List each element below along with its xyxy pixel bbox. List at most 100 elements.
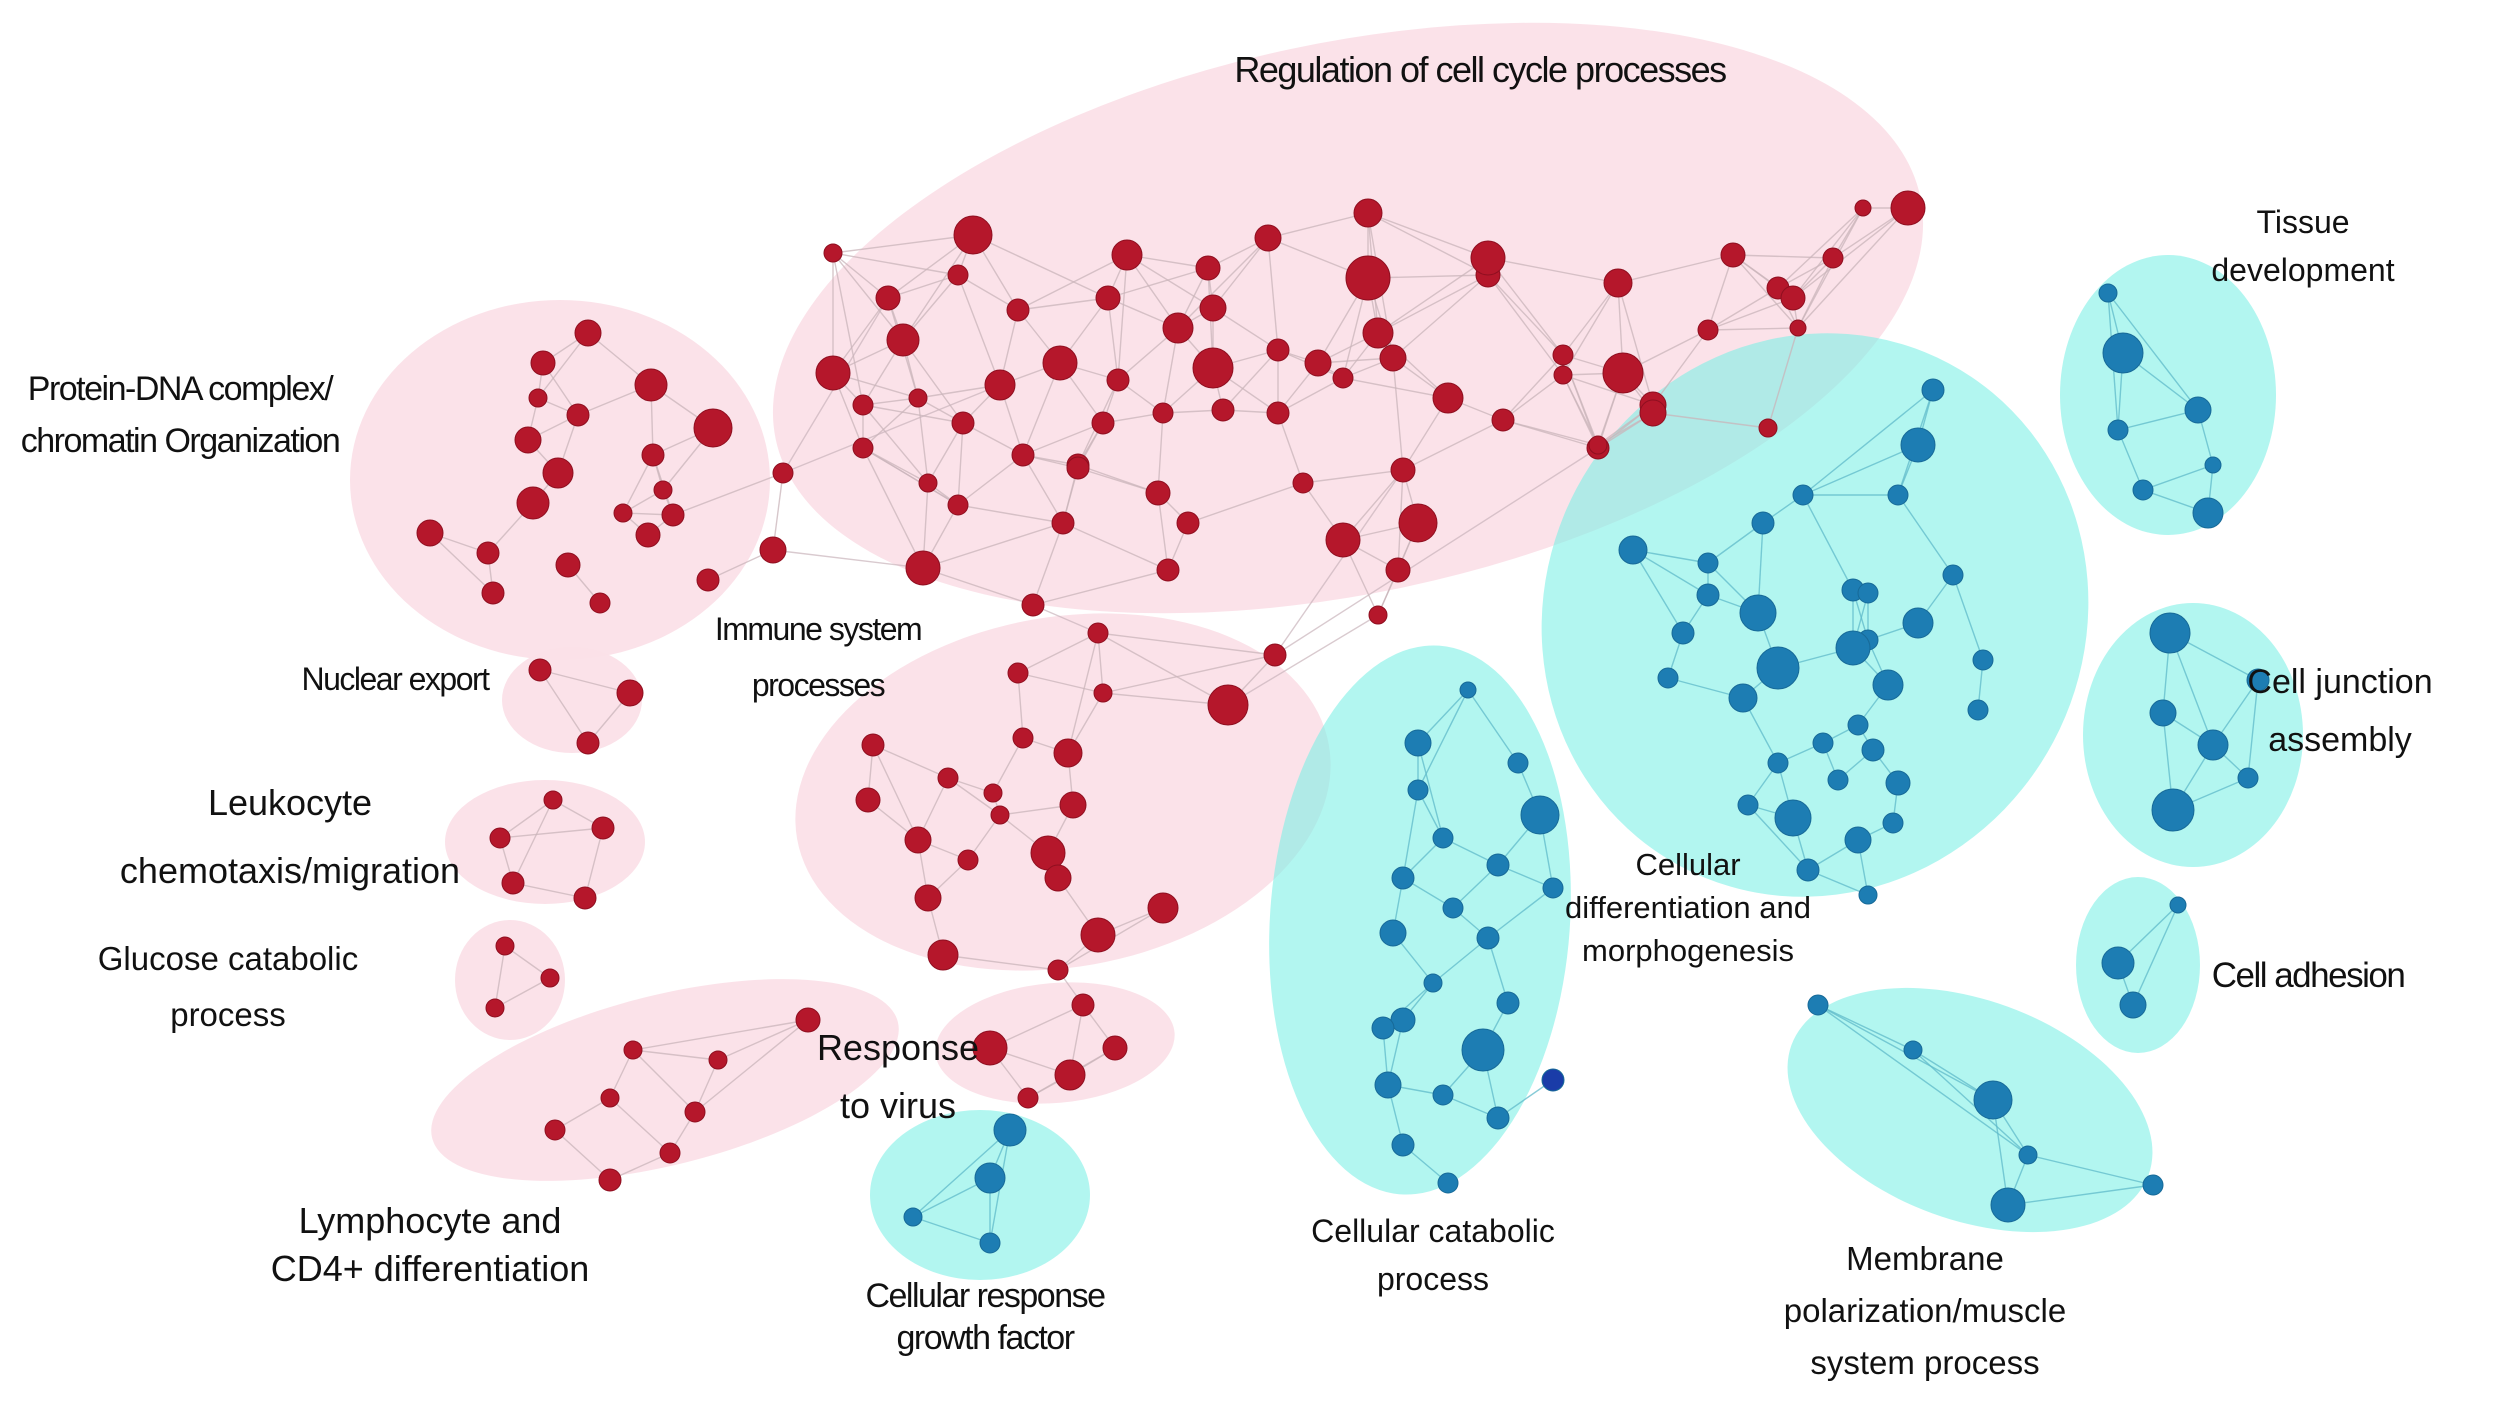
edge-cell-cycle-119 xyxy=(862,404,929,484)
edge-cell-cycle-192 xyxy=(1302,469,1404,484)
node-junction-208 xyxy=(2197,729,2229,761)
node-differentiation-179 xyxy=(1756,646,1800,690)
node-adhesion-212 xyxy=(2101,946,2135,980)
node-catabolic-220 xyxy=(1541,1068,1565,1092)
edge-tissue-411 xyxy=(2117,409,2199,431)
node-catabolic-148 xyxy=(1486,853,1510,877)
node-protein-dna-79 xyxy=(772,462,794,484)
edge-cell-cycle-16 xyxy=(1117,254,1128,381)
edge-cell-cycle-144 xyxy=(1222,349,1279,411)
edge-cell-cycle-48 xyxy=(1777,207,1864,289)
edge-differentiation-360 xyxy=(1802,494,1854,591)
node-cell-cycle-63 xyxy=(1156,558,1180,582)
edge-growth-factor-314 xyxy=(912,1129,1011,1218)
node-protein-dna-83 xyxy=(661,503,685,527)
node-protein-dna-80 xyxy=(516,486,550,520)
cluster-label-immune-line-1: processes xyxy=(752,667,885,703)
cluster-growth-factor-region xyxy=(870,1110,1090,1280)
node-catabolic-150 xyxy=(1542,877,1564,899)
cluster-label-cell-cycle-line-0: Regulation of cell cycle processes xyxy=(1234,49,1726,90)
node-differentiation-185 xyxy=(1812,732,1834,754)
node-differentiation-168 xyxy=(1751,511,1775,535)
edge-tissue-412 xyxy=(2117,429,2144,491)
node-cell-cycle-4 xyxy=(1353,198,1383,228)
cluster-label-glucose-line-1: process xyxy=(170,996,286,1033)
node-nuclear-export-114 xyxy=(528,658,552,682)
node-protein-dna-72 xyxy=(634,368,668,402)
edge-cell-cycle-10 xyxy=(972,234,1109,299)
cluster-label-virus-line-0: Response xyxy=(817,1027,979,1068)
node-cell-cycle-66 xyxy=(1758,418,1778,438)
node-differentiation-188 xyxy=(1657,667,1679,689)
node-lymphocyte-125 xyxy=(795,1007,821,1033)
node-immune-108 xyxy=(957,849,979,871)
node-membrane-219 xyxy=(2142,1174,2164,1196)
edge-lymphocyte-299 xyxy=(554,1097,611,1131)
edge-leukocyte-286 xyxy=(499,827,604,839)
node-protein-dna-81 xyxy=(653,480,673,500)
edge-cell-cycle-122 xyxy=(862,397,919,449)
edge-differentiation-364 xyxy=(1632,549,1709,596)
node-catabolic-162 xyxy=(1486,1106,1510,1130)
cluster-label-tissue-line-0: Tissue xyxy=(2256,204,2349,240)
cluster-label-protein-dna-line-0: Protein-DNA complex/ xyxy=(28,370,335,408)
edge-cell-cycle-120 xyxy=(862,404,964,424)
node-differentiation-196 xyxy=(1796,858,1820,882)
node-catabolic-153 xyxy=(1476,926,1500,950)
node-cell-cycle-53 xyxy=(1145,480,1171,506)
node-cell-cycle-49 xyxy=(951,411,975,435)
edge-glucose-291 xyxy=(494,977,551,1009)
node-differentiation-194 xyxy=(1844,826,1872,854)
node-catabolic-158 xyxy=(1461,1028,1505,1072)
edge-immune-244 xyxy=(1102,654,1276,694)
node-cell-cycle-60 xyxy=(1368,605,1388,625)
node-immune-96 xyxy=(1093,683,1113,703)
node-immune-113 xyxy=(1047,959,1069,981)
edge-cell-cycle-15 xyxy=(1017,254,1128,311)
node-protein-dna-82 xyxy=(613,503,633,523)
cluster-label-catabolic-line-0: Cellular catabolic xyxy=(1311,1213,1555,1249)
edge-immune-246 xyxy=(1102,692,1229,706)
edge-immune-258 xyxy=(872,744,949,779)
node-catabolic-144 xyxy=(1507,752,1529,774)
cluster-leukocyte-region xyxy=(445,780,645,904)
edge-cell-cycle-21 xyxy=(1267,237,1279,351)
node-leukocyte-117 xyxy=(543,790,563,810)
node-cell-cycle-43 xyxy=(1266,401,1290,425)
edge-cell-cycle-25 xyxy=(1367,212,1489,259)
edge-cell-cycle-151 xyxy=(1377,332,1449,399)
cluster-glucose-region xyxy=(455,920,565,1040)
edge-cell-cycle-183 xyxy=(957,504,1064,524)
node-virus-137 xyxy=(1017,1087,1039,1109)
edge-cell-cycle-157 xyxy=(1342,377,1449,399)
node-catabolic-155 xyxy=(1390,1007,1416,1033)
node-cell-cycle-10 xyxy=(1890,190,1926,226)
node-membrane-215 xyxy=(1903,1040,1923,1060)
node-differentiation-178 xyxy=(1671,621,1695,645)
cluster-label-leukocyte-line-0: Leukocyte xyxy=(208,782,372,823)
node-cell-cycle-68 xyxy=(1639,399,1667,427)
edge-lymphocyte-292 xyxy=(717,1019,809,1061)
edge-bridge-5 xyxy=(1274,447,1599,656)
node-tissue-202 xyxy=(2204,456,2222,474)
node-tissue-204 xyxy=(2192,497,2224,529)
edge-cell-cycle-203 xyxy=(922,567,1034,606)
node-immune-104 xyxy=(990,805,1010,825)
node-protein-dna-74 xyxy=(566,403,590,427)
edge-leukocyte-287 xyxy=(584,827,604,899)
edge-cell-cycle-202 xyxy=(1032,522,1064,606)
edge-immune-247 xyxy=(1097,632,1229,706)
node-immune-99 xyxy=(861,733,885,757)
node-differentiation-186 xyxy=(1861,738,1885,762)
edge-immune-261 xyxy=(947,777,1001,816)
edge-junction-420 xyxy=(2247,679,2259,779)
edge-cell-cycle-113 xyxy=(1562,374,1599,446)
node-catabolic-143 xyxy=(1404,729,1432,757)
edge-protein-dna-231 xyxy=(672,472,784,516)
node-protein-dna-85 xyxy=(476,541,500,565)
node-cell-cycle-20 xyxy=(1345,255,1391,301)
